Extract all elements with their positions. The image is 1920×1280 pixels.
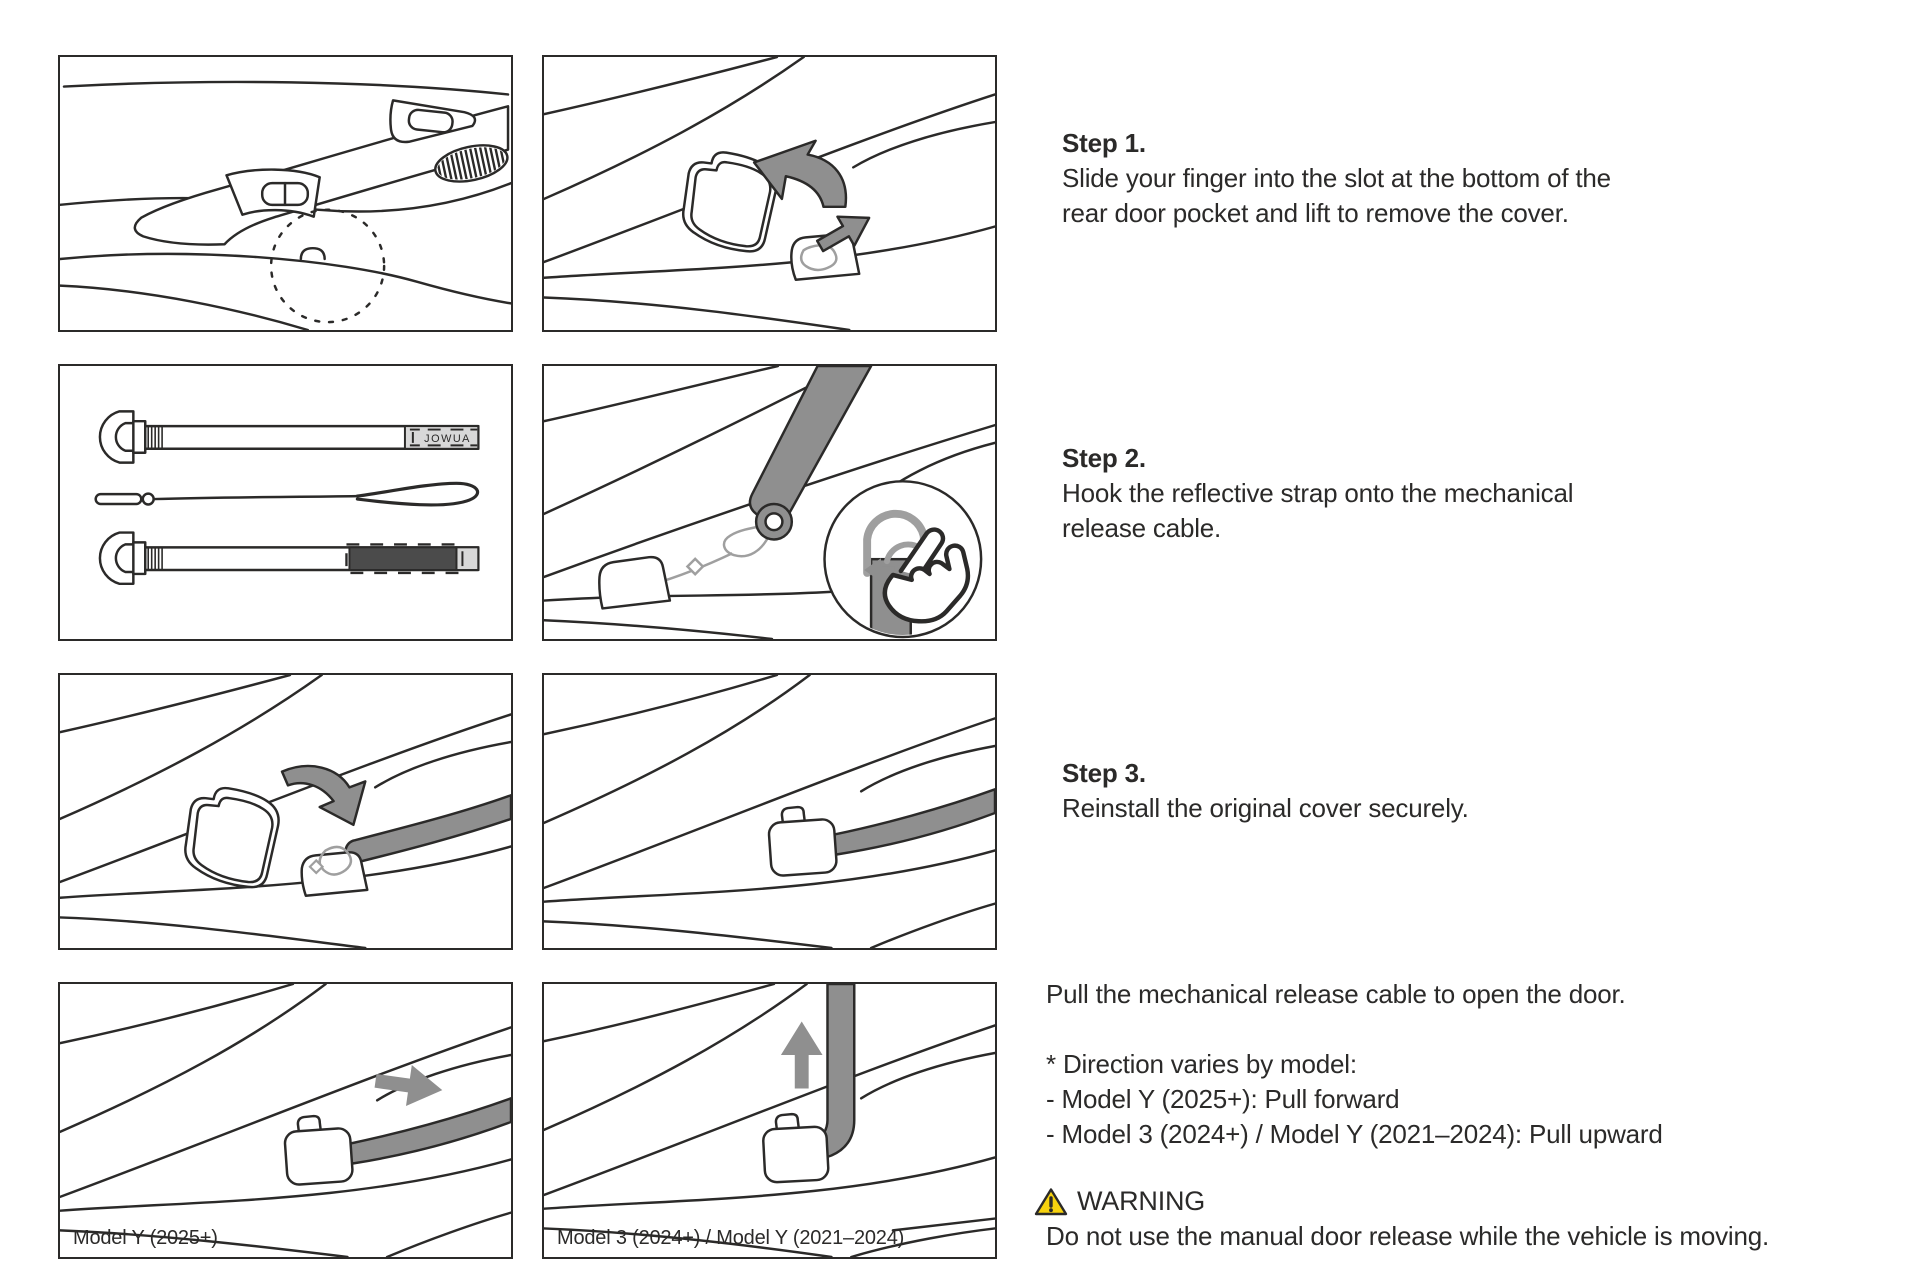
reinstall-cover-illustration [60, 675, 511, 948]
release-cable-loop [799, 243, 838, 272]
step-3-block: Step 3. Reinstall the original cover sec… [1062, 756, 1902, 826]
pull-note: Pull the mechanical release cable to ope… [1046, 979, 1626, 1009]
cover-tab [780, 805, 806, 825]
warning-body: Do not use the manual door release while… [1046, 1221, 1770, 1251]
brand-text: JOWUA [424, 433, 471, 445]
remove-cover-illustration [544, 57, 995, 330]
rotate-lift-arrow [752, 139, 848, 209]
step-3-body: Reinstall the original cover securely. [1062, 793, 1469, 823]
reflective-section [348, 546, 458, 571]
usage-block: Pull the mechanical release cable to ope… [1034, 977, 1906, 1280]
release-cover-bump [299, 246, 326, 261]
step-2-block: Step 2. Hook the reflective strap onto t… [1062, 441, 1902, 546]
reflective-strap-front: JOWUA [98, 410, 480, 464]
reflective-strap [826, 788, 995, 856]
step-1-block: Step 1. Slide your finger into the slot … [1062, 126, 1902, 231]
hand-icon [882, 527, 971, 624]
panel-pull-upward: Model 3 (2024+) / Model Y (2021–2024) [542, 982, 997, 1259]
cover-tab [774, 1112, 800, 1132]
door-cover [762, 1125, 830, 1184]
door-pocket-overview-illustration [60, 80, 511, 330]
reflective-strap-back [98, 531, 480, 586]
panel-remove-cover [542, 55, 997, 332]
cable-stop [685, 557, 705, 576]
door-cover [767, 818, 838, 877]
d-ring [98, 410, 135, 464]
step-1-body: Slide your finger into the slot at the b… [1062, 163, 1611, 228]
highlight-dashed-circle [269, 208, 386, 324]
strap-kit-illustration: JOWUA [94, 410, 480, 586]
pull-upward-illustration [544, 984, 995, 1257]
pull-forward-arrow [374, 1065, 443, 1107]
d-ring-2 [98, 531, 135, 586]
model-caption: Model Y (2025+) [73, 1227, 218, 1249]
reflective-strap [342, 1097, 511, 1165]
panel-cover-installed [542, 673, 997, 950]
warning-triangle-icon [1034, 1187, 1068, 1215]
panel-pull-forward: Model Y (2025+) [58, 982, 513, 1259]
caption-leader-line [891, 1217, 995, 1232]
panel-door-pocket-overview [58, 55, 513, 332]
panel-strap-kit: JOWUA [58, 364, 513, 641]
pull-out-arrow [815, 215, 871, 253]
step-2-title: Step 2. [1062, 443, 1146, 473]
step-1-title: Step 1. [1062, 128, 1146, 158]
pull-forward-illustration [60, 984, 511, 1257]
pull-direction-arrow [864, 558, 895, 582]
warning-block: WARNING Do not use the manual door relea… [1034, 1184, 1906, 1254]
release-cable [650, 524, 772, 586]
hook-strap-illustration [544, 366, 995, 639]
direction-note: * Direction varies by model: - Model Y (… [1046, 1049, 1663, 1149]
cover-tab [296, 1114, 322, 1134]
strap-loop-arch [863, 509, 929, 577]
panel-hook-strap [542, 364, 997, 641]
step-2-body: Hook the reflective strap onto the mecha… [1062, 478, 1574, 543]
cover-installed-illustration [544, 675, 995, 948]
speaker-grille [434, 141, 509, 186]
cable-pocket [598, 555, 672, 610]
step-3-title: Step 3. [1062, 758, 1146, 788]
door-cover [283, 1127, 354, 1186]
panel-reinstall-cover [58, 673, 513, 950]
pull-cord [94, 481, 480, 507]
pull-up-arrow [780, 1021, 823, 1089]
reinstall-arrow [280, 764, 367, 827]
door-cover [184, 786, 280, 889]
brand-label [403, 425, 480, 450]
model-caption: Model 3 (2024+) / Model Y (2021–2024) [557, 1227, 905, 1249]
warning-label: WARNING [1077, 1186, 1206, 1216]
hand-pull-inset [823, 480, 983, 639]
